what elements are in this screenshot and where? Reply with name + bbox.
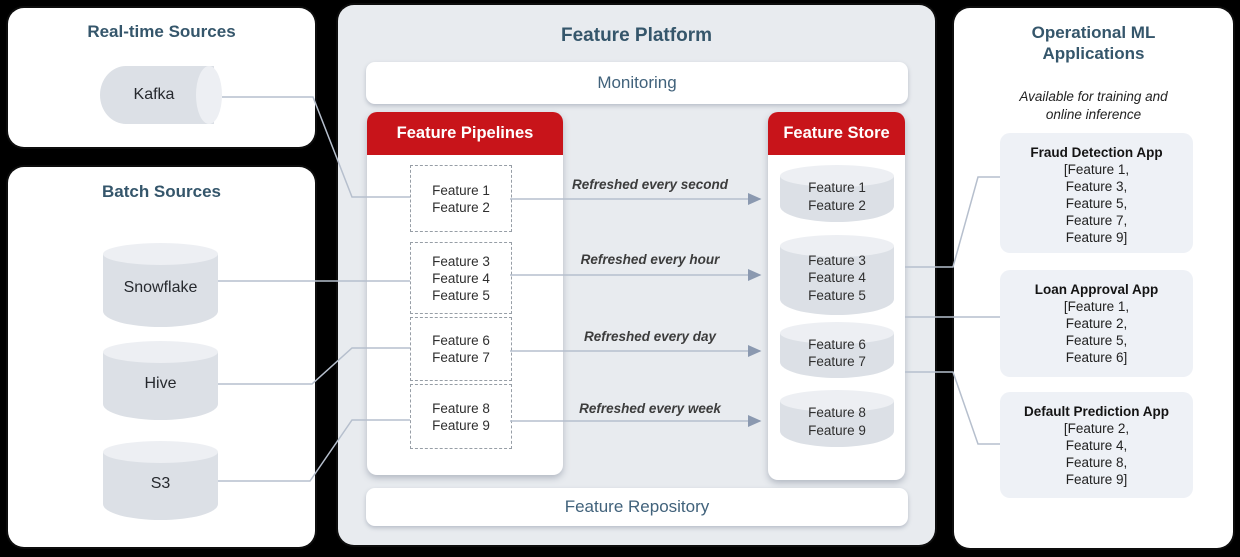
- batch-sources-panel: Batch Sources Snowflake Hive S3: [8, 167, 315, 547]
- app-feature-line: [Feature 1,: [1063, 162, 1130, 177]
- app-feature-line: Feature 9]: [1065, 230, 1128, 245]
- refresh-label-week: Refreshed every week: [579, 401, 721, 416]
- feature-repository-bar: Feature Repository: [366, 488, 908, 526]
- app-card-title: Fraud Detection App: [1030, 145, 1163, 160]
- store-cylinder-2-icon: Feature 3 Feature 4 Feature 5: [780, 235, 894, 315]
- hive-label: Hive: [144, 374, 177, 392]
- feature-line: Feature 8: [432, 400, 490, 416]
- app-feature-line: Feature 8,: [1065, 455, 1128, 470]
- feature-pipelines-title: Feature Pipelines: [396, 124, 534, 142]
- feature-repository-label: Feature Repository: [564, 497, 710, 516]
- store-feature-line: Feature 2: [808, 197, 866, 213]
- store-feature-line: Feature 7: [808, 354, 866, 369]
- store-feature-line: Feature 8: [808, 405, 866, 420]
- refresh-label-day: Refreshed every day: [583, 329, 717, 344]
- app-feature-line: Feature 5,: [1065, 196, 1128, 211]
- app-card-title: Default Prediction App: [1023, 404, 1169, 419]
- cylinder-lid: [196, 66, 222, 124]
- store-feature-line: Feature 1: [808, 180, 866, 195]
- feature-line: Feature 2: [432, 199, 490, 215]
- feature-pipelines-header: Feature Pipelines: [367, 112, 563, 155]
- store-cylinder-4-icon: Feature 8 Feature 9: [780, 390, 894, 447]
- monitoring-bar: Monitoring: [366, 62, 908, 104]
- app-feature-line: Feature 3,: [1065, 179, 1128, 194]
- cylinder-body: [100, 66, 214, 124]
- monitoring-label: Monitoring: [597, 73, 677, 92]
- cylinder-body: [103, 352, 218, 420]
- kafka-cylinder-icon: Kafka: [100, 66, 222, 124]
- app-feature-line: Feature 6]: [1065, 350, 1128, 365]
- app-feature-line: Feature 5,: [1065, 333, 1128, 348]
- app-feature-line: [Feature 2,: [1063, 421, 1130, 436]
- feature-store-header: Feature Store: [768, 112, 905, 155]
- cylinder-body: [780, 246, 894, 315]
- feature-line: Feature 1: [432, 182, 490, 198]
- ml-apps-panel: Operational ML Applications Available fo…: [954, 8, 1233, 548]
- feature-line: Feature 5: [432, 287, 490, 303]
- batch-sources-title: Batch Sources: [101, 182, 222, 201]
- store-feature-line: Feature 5: [808, 287, 866, 303]
- cylinder-lid: [780, 165, 894, 187]
- feature-store-box: Feature Store Feature 1 Feature 2 Featur…: [768, 112, 905, 480]
- cylinder-lid: [103, 441, 218, 463]
- ml-apps-title: Operational ML Applications: [954, 22, 1233, 64]
- store-feature-line: Feature 9: [808, 422, 866, 438]
- cylinder-lid: [103, 243, 218, 265]
- store-feature-line: Feature 6: [808, 336, 866, 352]
- cylinder-body: [103, 452, 218, 520]
- s3-label: S3: [150, 474, 171, 492]
- feature-group-box-3: Feature 6 Feature 7: [410, 317, 512, 381]
- cylinder-lid: [780, 322, 894, 344]
- snowflake-label: Snowflake: [123, 279, 198, 296]
- feature-platform-panel: Feature Platform Monitoring Feature Pipe…: [338, 5, 935, 545]
- realtime-sources-panel: Real-time Sources Kafka: [8, 8, 315, 147]
- store-feature-line: Feature 3: [808, 252, 866, 268]
- feature-group-box-1: Feature 1 Feature 2: [410, 165, 512, 232]
- app-feature-line: Feature 2,: [1065, 316, 1128, 331]
- refresh-label-hour: Refreshed every hour: [580, 252, 720, 267]
- store-feature-line: Feature 4: [808, 270, 866, 286]
- feature-group-box-2: Feature 3 Feature 4 Feature 5: [410, 242, 512, 314]
- feature-line: Feature 4: [432, 270, 490, 286]
- store-cylinder-1-icon: Feature 1 Feature 2: [780, 165, 894, 222]
- cylinder-lid: [780, 235, 894, 257]
- hive-cylinder-icon: Hive: [103, 341, 218, 420]
- s3-cylinder-icon: S3: [103, 441, 218, 520]
- app-card-loan-approval: Loan Approval App [Feature 1, Feature 2,…: [1000, 270, 1193, 377]
- feature-group-box-4: Feature 8 Feature 9: [410, 384, 512, 449]
- feature-line: Feature 7: [432, 350, 490, 365]
- ml-apps-subtitle: Available for training and online infere…: [954, 88, 1233, 124]
- feature-line: Feature 6: [432, 333, 490, 348]
- app-feature-line: Feature 4,: [1065, 438, 1128, 453]
- refresh-label-second: Refreshed every second: [571, 177, 729, 192]
- realtime-sources-title: Real-time Sources: [87, 22, 236, 41]
- app-card-default-prediction: Default Prediction App [Feature 2, Featu…: [1000, 392, 1193, 498]
- feature-store-title: Feature Store: [783, 124, 890, 142]
- snowflake-cylinder-icon: Snowflake: [103, 243, 218, 327]
- cylinder-lid: [780, 390, 894, 412]
- app-feature-line: Feature 9]: [1065, 472, 1128, 487]
- feature-platform-title: Feature Platform: [561, 25, 712, 46]
- app-feature-line: Feature 7,: [1065, 213, 1128, 228]
- app-card-title: Loan Approval App: [1034, 282, 1159, 297]
- app-feature-line: [Feature 1,: [1063, 299, 1130, 314]
- feature-line: Feature 3: [432, 253, 490, 269]
- cylinder-body: [103, 254, 218, 327]
- kafka-label: Kafka: [133, 86, 175, 103]
- ml-apps-subtitle-text: Available for training and online infere…: [1019, 89, 1168, 122]
- feature-line: Feature 9: [432, 417, 490, 433]
- app-card-fraud-detection: Fraud Detection App [Feature 1, Feature …: [1000, 133, 1193, 253]
- ml-apps-title-text: Operational ML Applications: [1031, 23, 1156, 63]
- store-cylinder-3-icon: Feature 6 Feature 7: [780, 322, 894, 378]
- cylinder-lid: [103, 341, 218, 363]
